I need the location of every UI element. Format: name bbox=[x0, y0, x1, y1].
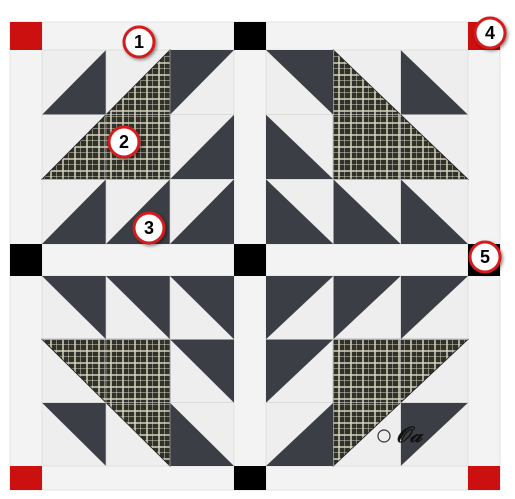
black-cornerstone-square bbox=[234, 244, 266, 276]
red-corner-square bbox=[10, 22, 42, 50]
callout-number: 1 bbox=[134, 32, 144, 52]
callout-4: 4 bbox=[475, 18, 505, 48]
callout-number: 4 bbox=[485, 23, 495, 43]
black-cornerstone-square bbox=[10, 244, 42, 276]
black-cornerstone-square bbox=[234, 22, 266, 50]
callout-3: 3 bbox=[134, 213, 164, 243]
black-cornerstone-square bbox=[234, 466, 266, 490]
red-corner-square bbox=[468, 466, 500, 490]
callout-1: 1 bbox=[124, 27, 154, 57]
callout-number: 5 bbox=[480, 247, 490, 267]
red-corner-square bbox=[10, 466, 42, 490]
callout-5: 5 bbox=[470, 242, 500, 272]
callout-2: 2 bbox=[109, 127, 139, 157]
callout-number: 3 bbox=[144, 218, 154, 238]
callout-number: 2 bbox=[119, 132, 129, 152]
signature-text: 𝒪𝒶 bbox=[396, 422, 425, 448]
